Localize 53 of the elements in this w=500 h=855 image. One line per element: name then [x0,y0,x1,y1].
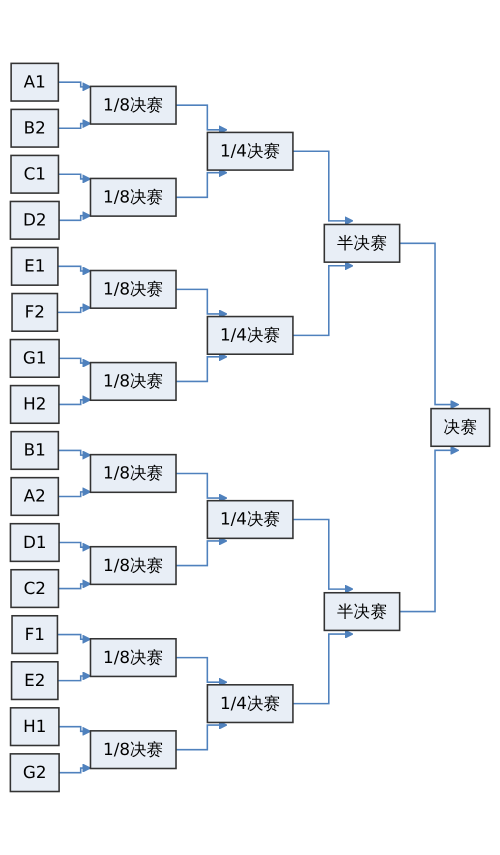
node-box: H1 [10,707,60,746]
arrow [58,81,92,92]
arrow [58,726,92,736]
node-box: H2 [10,384,60,424]
node-box: 1/8决赛 [90,178,177,217]
arrow [292,261,354,336]
arrow [59,211,92,222]
arrow [292,150,354,226]
node-box: C2 [10,569,60,608]
node-box: 1/4决赛 [206,132,294,171]
arrow [58,266,92,276]
node-box: G2 [10,753,60,792]
node-box: 1/8决赛 [90,546,177,586]
node-box: D2 [10,200,60,240]
arrow [292,518,354,594]
node-box: 1/4决赛 [206,316,294,356]
node-box: 1/8决赛 [90,454,177,494]
node-box: D1 [10,522,60,562]
arrow [400,446,460,612]
arrow [58,395,92,406]
node-box: E2 [10,661,59,700]
node-box: 1/8决赛 [90,638,177,678]
node-box: G1 [10,338,60,378]
node-box: 半决赛 [324,592,400,632]
arrow [59,358,92,368]
arrow [59,763,92,774]
node-box: B1 [10,430,60,470]
arrow [58,671,92,682]
arrow [57,303,92,314]
arrow [58,487,92,498]
node-box: 1/8决赛 [90,86,177,125]
arrow [292,629,354,704]
node-box: 1/4决赛 [206,684,294,724]
node-box: 1/8决赛 [90,730,177,770]
node-box: F2 [11,292,58,332]
node-box: 1/8决赛 [90,362,177,402]
arrow [58,450,92,460]
node-box: A1 [10,62,60,102]
node-box: 半决赛 [324,224,400,263]
node-box: 1/8决赛 [90,270,177,310]
node-box: C1 [10,154,60,194]
arrow [58,119,92,130]
node-box: F1 [11,615,58,654]
arrow [58,579,92,590]
node-box: 决赛 [430,408,490,448]
arrow [57,634,92,644]
arrow [58,174,92,184]
node-box: A2 [10,476,60,516]
node-box: 1/4决赛 [206,500,294,540]
arrow [59,542,92,552]
node-box: B2 [10,108,60,148]
arrow [400,242,460,410]
node-box: E1 [10,246,59,286]
